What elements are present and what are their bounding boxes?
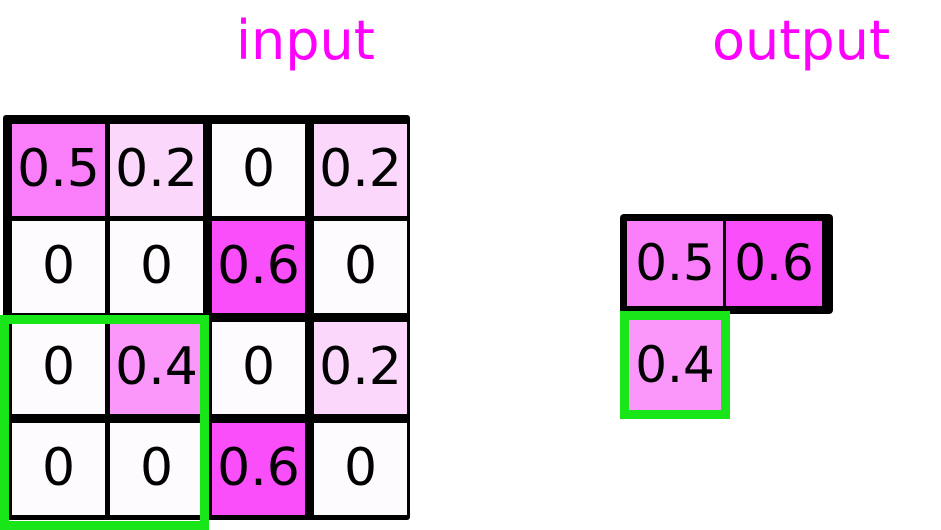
input-cell-label: 0 xyxy=(343,236,378,296)
input-cell-label: 0 xyxy=(343,438,378,498)
output-cell-label: 0.6 xyxy=(734,233,814,292)
input-cell-r1-c2: 0.2 xyxy=(110,124,203,216)
input-cell-r2-c3: 0.6 xyxy=(212,221,305,313)
input-cell-label: 0 xyxy=(241,337,276,397)
input-cell-label: 0.2 xyxy=(319,139,402,199)
output-cell-label: 0.5 xyxy=(635,233,715,292)
input-cell-r4-c3: 0.6 xyxy=(212,423,305,515)
input-cell-r3-c1: 0 xyxy=(12,322,105,414)
input-cell-label: 0.6 xyxy=(217,236,300,296)
input-cell-r1-c4: 0.2 xyxy=(314,124,407,216)
input-cell-r4-c2: 0 xyxy=(110,423,203,515)
input-cell-label: 0 xyxy=(139,236,174,296)
input-cell-label: 0.6 xyxy=(217,438,300,498)
input-cell-r3-c2: 0.4 xyxy=(110,322,203,414)
input-cell-r2-c1: 0 xyxy=(12,221,105,313)
input-cell-r1-c1: 0.5 xyxy=(12,124,105,216)
output-title: output xyxy=(712,9,891,72)
input-cell-r4-c1: 0 xyxy=(12,423,105,515)
input-cell-label: 0 xyxy=(139,438,174,498)
output-cell-r1-c2: 0.6 xyxy=(726,221,822,306)
input-cell-r3-c3: 0 xyxy=(212,322,305,414)
input-cell-label: 0.2 xyxy=(319,337,402,397)
input-cell-label: 0.5 xyxy=(17,139,100,199)
input-cell-r4-c4: 0 xyxy=(314,423,407,515)
output-extra-cell-label: 0.4 xyxy=(635,336,715,394)
input-cell-r2-c4: 0 xyxy=(314,221,407,313)
input-title: input xyxy=(236,9,375,72)
input-cell-label: 0 xyxy=(41,438,76,498)
input-cell-r2-c2: 0 xyxy=(110,221,203,313)
input-cell-label: 0.2 xyxy=(115,139,198,199)
output-cell-highlighted: 0.4 xyxy=(629,320,721,410)
input-cell-r1-c3: 0 xyxy=(212,124,305,216)
input-cell-label: 0 xyxy=(41,236,76,296)
input-cell-label: 0.4 xyxy=(115,337,198,397)
output-cell-r1-c1: 0.5 xyxy=(627,221,723,306)
input-cell-r3-c4: 0.2 xyxy=(314,322,407,414)
input-cell-label: 0 xyxy=(41,337,76,397)
output-value-grid: 0.5 0.6 xyxy=(620,214,833,314)
input-cell-label: 0 xyxy=(241,139,276,199)
